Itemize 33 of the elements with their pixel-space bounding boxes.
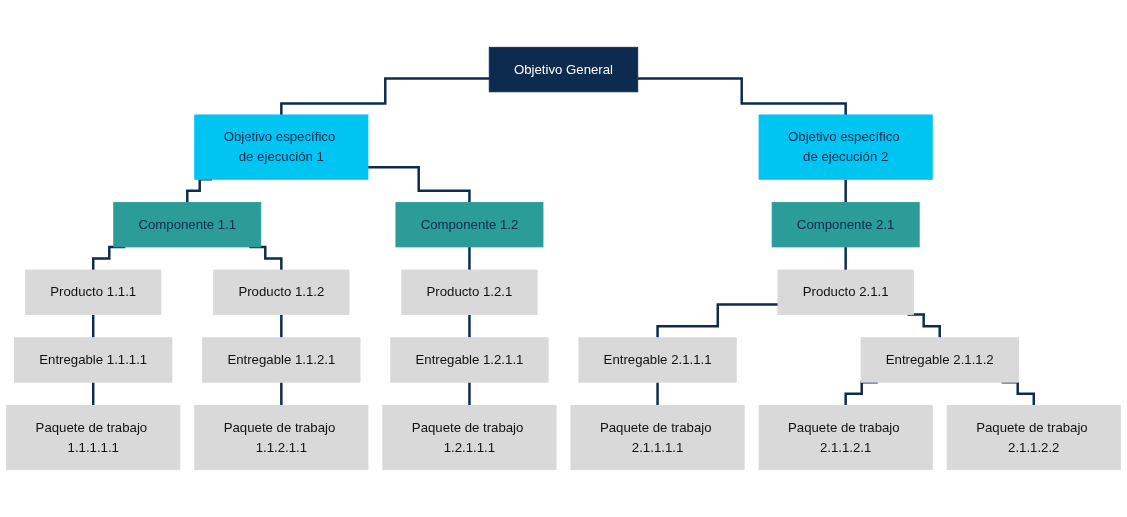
node-box: Producto 1.2.1 xyxy=(401,269,538,315)
node-box: Objetivo General xyxy=(488,46,639,93)
connector xyxy=(468,381,471,407)
connector xyxy=(280,381,283,407)
node-box: Objetivo específico de ejecución 2 xyxy=(758,114,933,180)
node-box: Paquete de trabajo 2.1.1.2.2 xyxy=(946,404,1121,471)
node-box: Paquete de trabajo 2.1.1.1.1 xyxy=(570,404,745,471)
node-box: Paquete de trabajo 2.1.1.2.1 xyxy=(758,404,933,471)
connector xyxy=(92,381,95,407)
connector xyxy=(468,245,471,272)
node-box: Componente 1.2 xyxy=(395,202,544,248)
node-box: Entregable 2.1.1.2 xyxy=(860,337,1019,383)
connector xyxy=(468,313,471,339)
node-box: Entregable 1.2.1.1 xyxy=(390,337,549,383)
node-box: Producto 1.1.1 xyxy=(25,269,162,315)
node-box: Producto 2.1.1 xyxy=(777,269,914,315)
node-box: Entregable 1.1.1.1 xyxy=(14,337,173,383)
node-box: Entregable 2.1.1.1 xyxy=(578,337,737,383)
connector xyxy=(656,381,659,407)
connector xyxy=(92,313,95,339)
node-box: Entregable 1.1.2.1 xyxy=(202,337,361,383)
node-box: Paquete de trabajo 1.2.1.1.1 xyxy=(382,404,557,471)
node-box: Producto 1.1.2 xyxy=(213,269,350,315)
node-box: Objetivo específico de ejecución 1 xyxy=(194,114,369,180)
node-box: Componente 1.1 xyxy=(113,202,262,248)
node-box: Paquete de trabajo 1.1.1.1.1 xyxy=(6,404,181,471)
connector xyxy=(844,245,847,272)
connector xyxy=(367,166,471,204)
connector xyxy=(656,303,778,339)
node-box: Componente 2.1 xyxy=(771,202,920,248)
connector xyxy=(280,313,283,339)
connector xyxy=(844,178,847,204)
node-box: Paquete de trabajo 1.1.2.1.1 xyxy=(194,404,369,471)
